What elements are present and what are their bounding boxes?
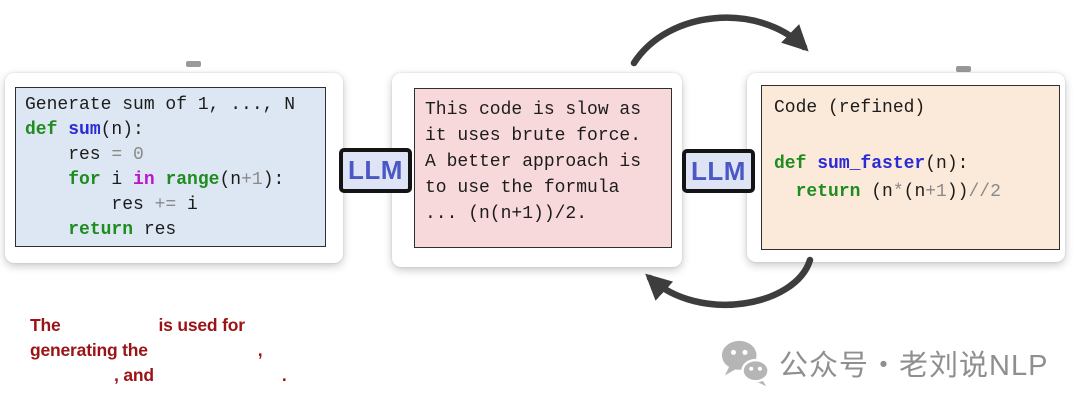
annotation-line-1: The is used for [30, 313, 287, 338]
annotation-fragment: The [30, 315, 61, 335]
code-token: in [133, 170, 155, 190]
code-token: Generate sum of 1, ..., N [25, 95, 296, 115]
code-token: def [25, 120, 58, 140]
code-line: res = 0 [25, 143, 316, 168]
code-token: (n): [925, 154, 969, 174]
code-token [25, 220, 68, 240]
code-line: Code (refined) [774, 94, 1047, 122]
stacked-card-tick-right [956, 66, 971, 72]
code-token [57, 120, 68, 140]
code-token: +1 [241, 170, 263, 190]
code-line: return (n*(n+1))//2 [774, 178, 1047, 206]
feedback-card: This code is slow as it uses brute force… [392, 73, 682, 267]
code-line: def sum(n): [25, 118, 316, 143]
llm-badge-left: LLM [339, 148, 412, 193]
watermark-text: 公众号・老刘说NLP [779, 350, 1049, 382]
code-token: return [795, 182, 861, 202]
code-line: res += i [25, 193, 316, 218]
code-token: += [154, 195, 177, 215]
code-token: Code (refined) [774, 98, 926, 118]
code-token: (n [219, 170, 242, 190]
annotation-fragment: generating the [30, 340, 148, 360]
code-token: res [133, 220, 177, 240]
code-token: = 0 [111, 145, 144, 165]
stacked-card-tick-left [186, 61, 201, 67]
code-token: (n [860, 182, 893, 202]
feedback-line: A better approach is [425, 152, 642, 172]
refined-code-box: Code (refined) def sum_faster(n): return… [761, 85, 1060, 250]
top-arrow [630, 14, 809, 67]
feedback-line: ... (n(n+1))/2. [425, 204, 588, 224]
code-token: * [892, 182, 904, 202]
code-token: return [68, 220, 134, 240]
code-token: res [25, 195, 155, 215]
annotation-fragment: . [281, 365, 287, 385]
code-line: Generate sum of 1, ..., N [25, 93, 316, 118]
code-token: for [68, 170, 101, 190]
feedback-text: This code is slow as it uses brute force… [415, 89, 671, 247]
code-token: def [774, 154, 807, 174]
feedback-line: to use the formula [425, 178, 620, 198]
annotation-line-2: generating the, [30, 338, 287, 363]
code-token [774, 126, 785, 146]
code-token: i [100, 170, 134, 190]
code-token: sum_faster [817, 154, 926, 174]
code-token: )) [946, 182, 969, 202]
code-token: //2 [968, 182, 1001, 202]
code-line: return res [25, 218, 316, 243]
annotation-line-3: , and. [30, 363, 287, 388]
code-token [25, 170, 68, 190]
code-token: i [176, 195, 198, 215]
code-token [774, 182, 796, 202]
refined-code-text: Code (refined) def sum_faster(n): return… [762, 86, 1059, 249]
code-line: for i in range(n+1): [25, 168, 316, 193]
llm-badge-right: LLM [682, 149, 755, 193]
refined-code-card: Code (refined) def sum_faster(n): return… [747, 73, 1065, 262]
watermark: 公众号・老刘说NLP [720, 338, 1048, 388]
annotation-fragment: , [257, 340, 263, 360]
code-token: (n): [100, 120, 144, 140]
code-token: res [25, 145, 112, 165]
code-line [774, 122, 1047, 150]
annotation-fragment: , and [114, 365, 154, 385]
code-token: (n [903, 182, 926, 202]
code-token: sum [68, 120, 101, 140]
feedback-line: This code is slow as [425, 100, 642, 120]
wechat-icon [721, 340, 770, 387]
code-token: ): [262, 170, 285, 190]
annotation-red-text: The is used for generating the, , and. [30, 313, 287, 388]
code-token: +1 [925, 182, 947, 202]
feedback-box: This code is slow as it uses brute force… [414, 88, 672, 248]
annotation-fragment: is used for [158, 315, 245, 335]
code-token [806, 154, 817, 174]
code-token: range [165, 170, 220, 190]
code-token [155, 170, 166, 190]
code-line: def sum_faster(n): [774, 150, 1047, 178]
feedback-line: it uses brute force. [425, 126, 642, 146]
